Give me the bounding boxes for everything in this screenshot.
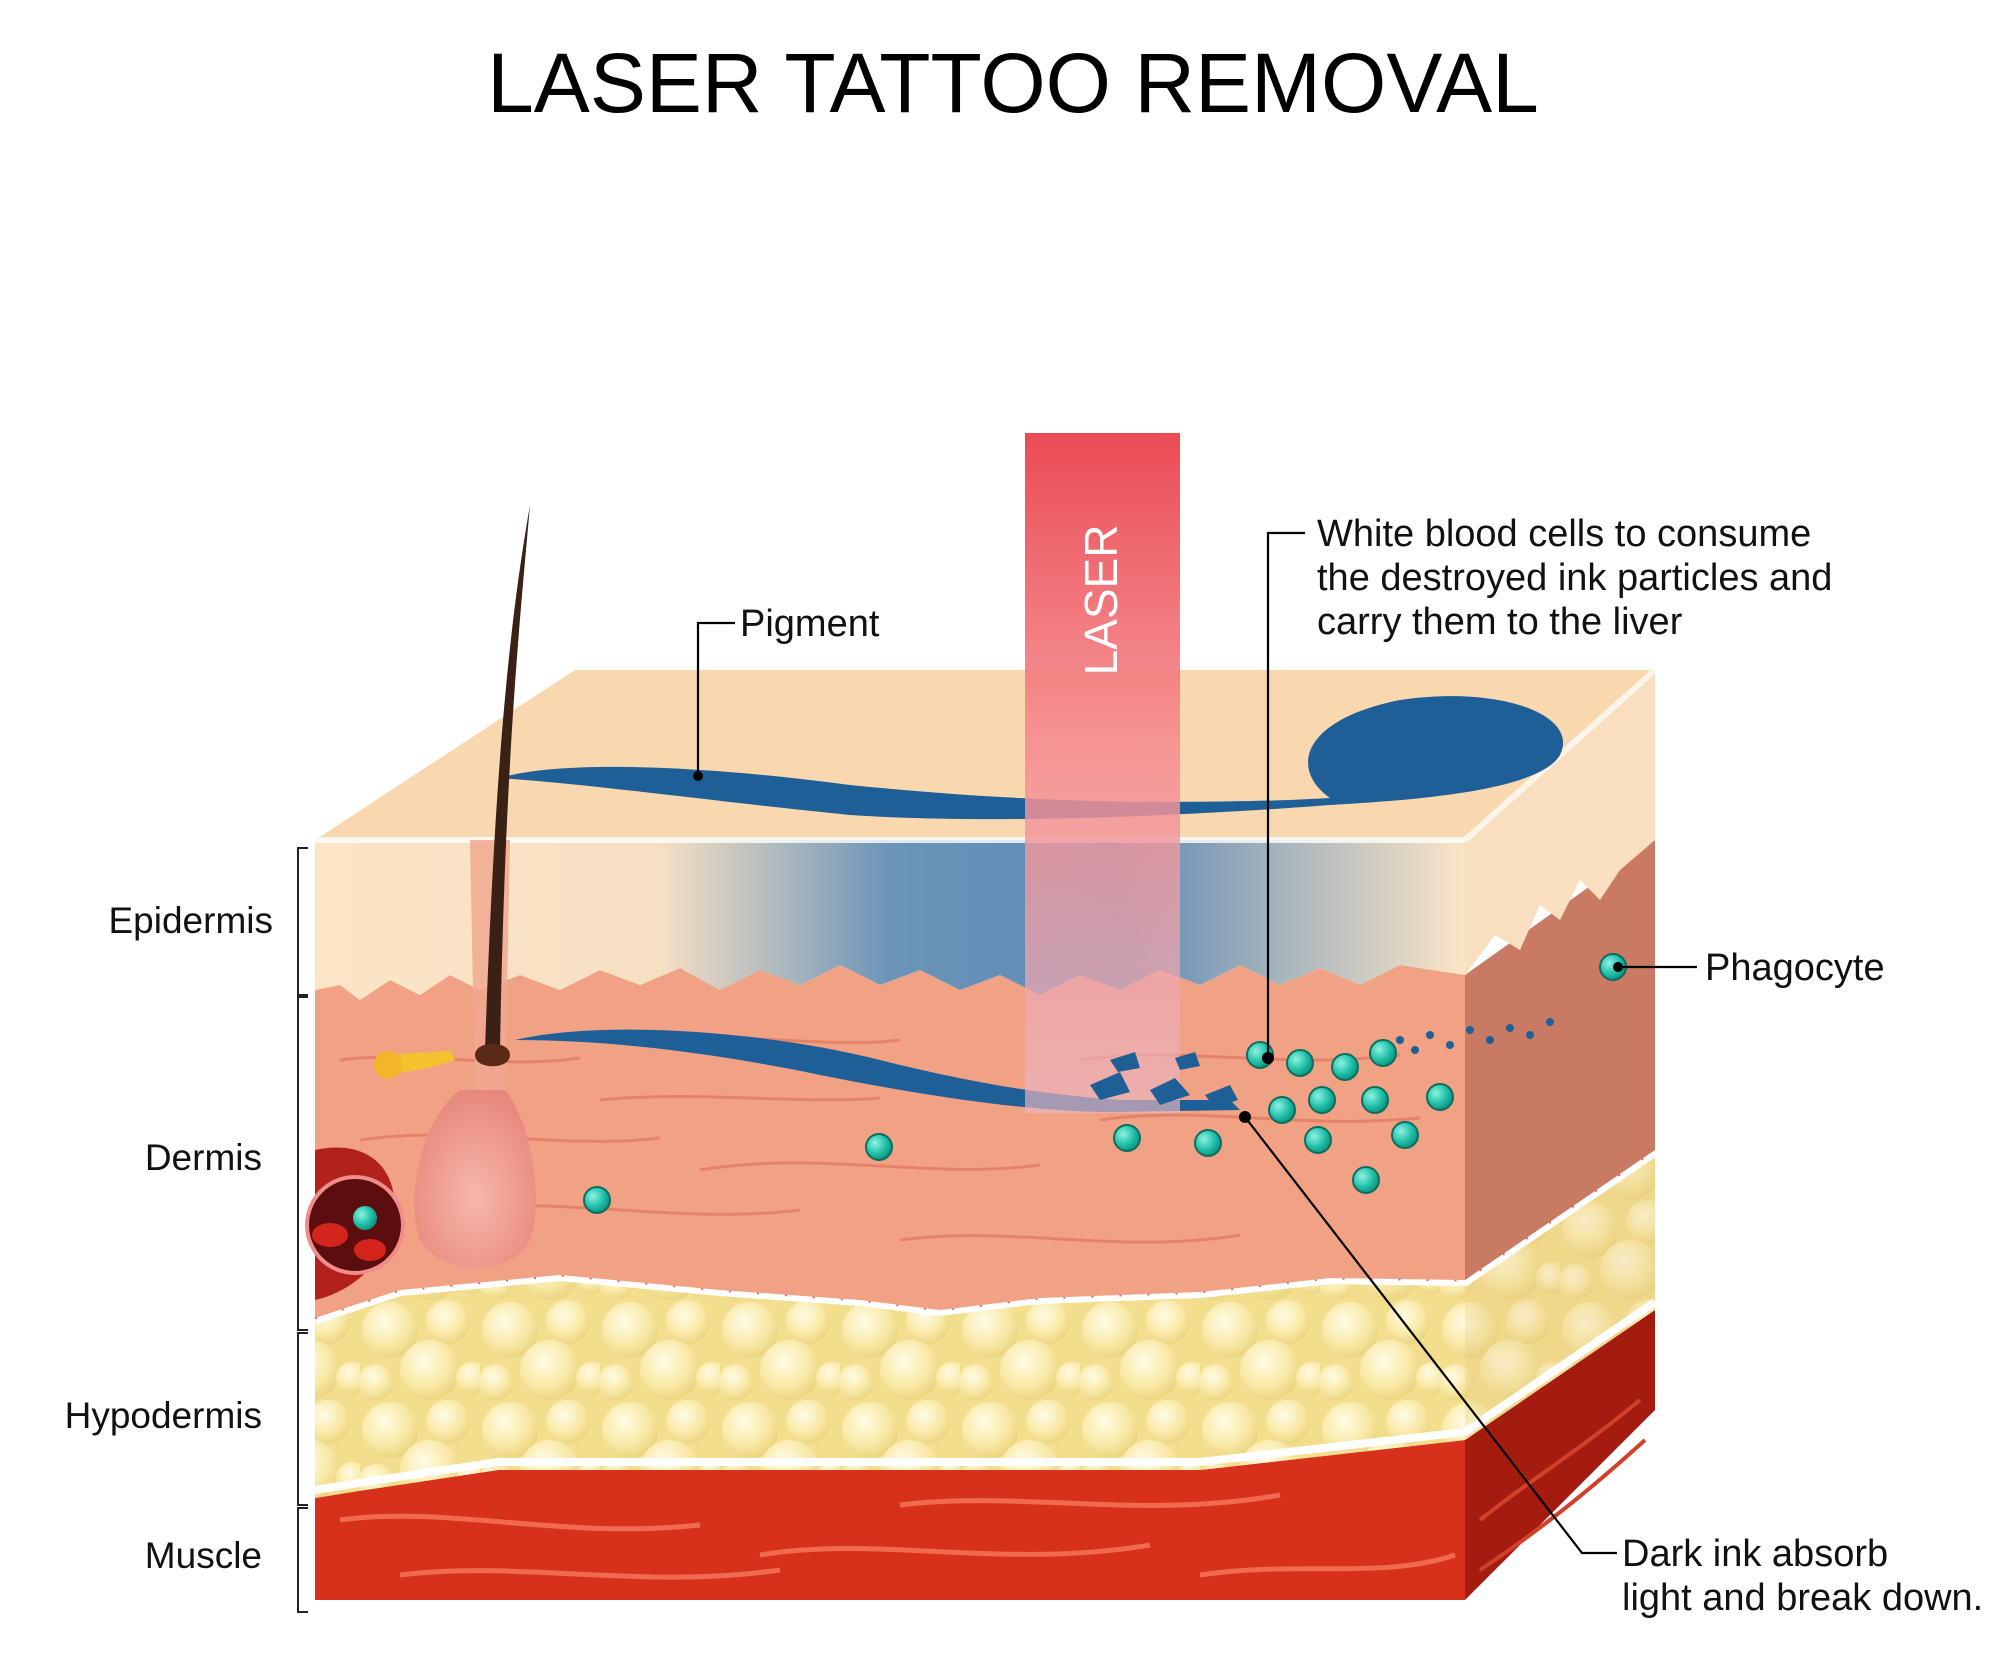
phagocyte-cells xyxy=(583,953,1627,1214)
ink-fragments xyxy=(1090,1018,1554,1108)
wbc-label-line-2: the destroyed ink particles and xyxy=(1317,557,1832,599)
phagocyte-callout: Phagocyte xyxy=(1613,947,1885,989)
hair-follicle xyxy=(374,505,536,1269)
epidermis-label: Epidermis xyxy=(109,900,274,941)
laser-beam: LASER xyxy=(1025,433,1180,1113)
hypodermis-label: Hypodermis xyxy=(65,1395,262,1436)
laser-label: LASER xyxy=(1075,525,1127,676)
wbc-label-line-3: carry them to the liver xyxy=(1317,601,1683,643)
pigment-label: Pigment xyxy=(740,603,880,645)
tattoo-pigment xyxy=(500,696,1564,1112)
dark-ink-callout: Dark ink absorb light and break down. xyxy=(1239,1111,1983,1619)
dark-ink-label-line-1: Dark ink absorb xyxy=(1622,1533,1888,1575)
dark-ink-label-line-2: light and break down. xyxy=(1622,1577,1983,1619)
phagocyte-label: Phagocyte xyxy=(1705,947,1885,989)
white-blood-cells-callout: White blood cells to consume the destroy… xyxy=(1262,513,1832,1064)
blood-vessel xyxy=(305,1147,405,1300)
layer-brackets xyxy=(297,847,308,1613)
diagram-title: LASER TATTOO REMOVAL xyxy=(487,36,1539,130)
dermis-label: Dermis xyxy=(145,1137,262,1178)
pigment-callout: Pigment xyxy=(693,603,880,781)
muscle-label: Muscle xyxy=(145,1535,262,1576)
wbc-label-line-1: White blood cells to consume xyxy=(1317,513,1811,555)
muscle-layer xyxy=(315,1310,1655,1600)
